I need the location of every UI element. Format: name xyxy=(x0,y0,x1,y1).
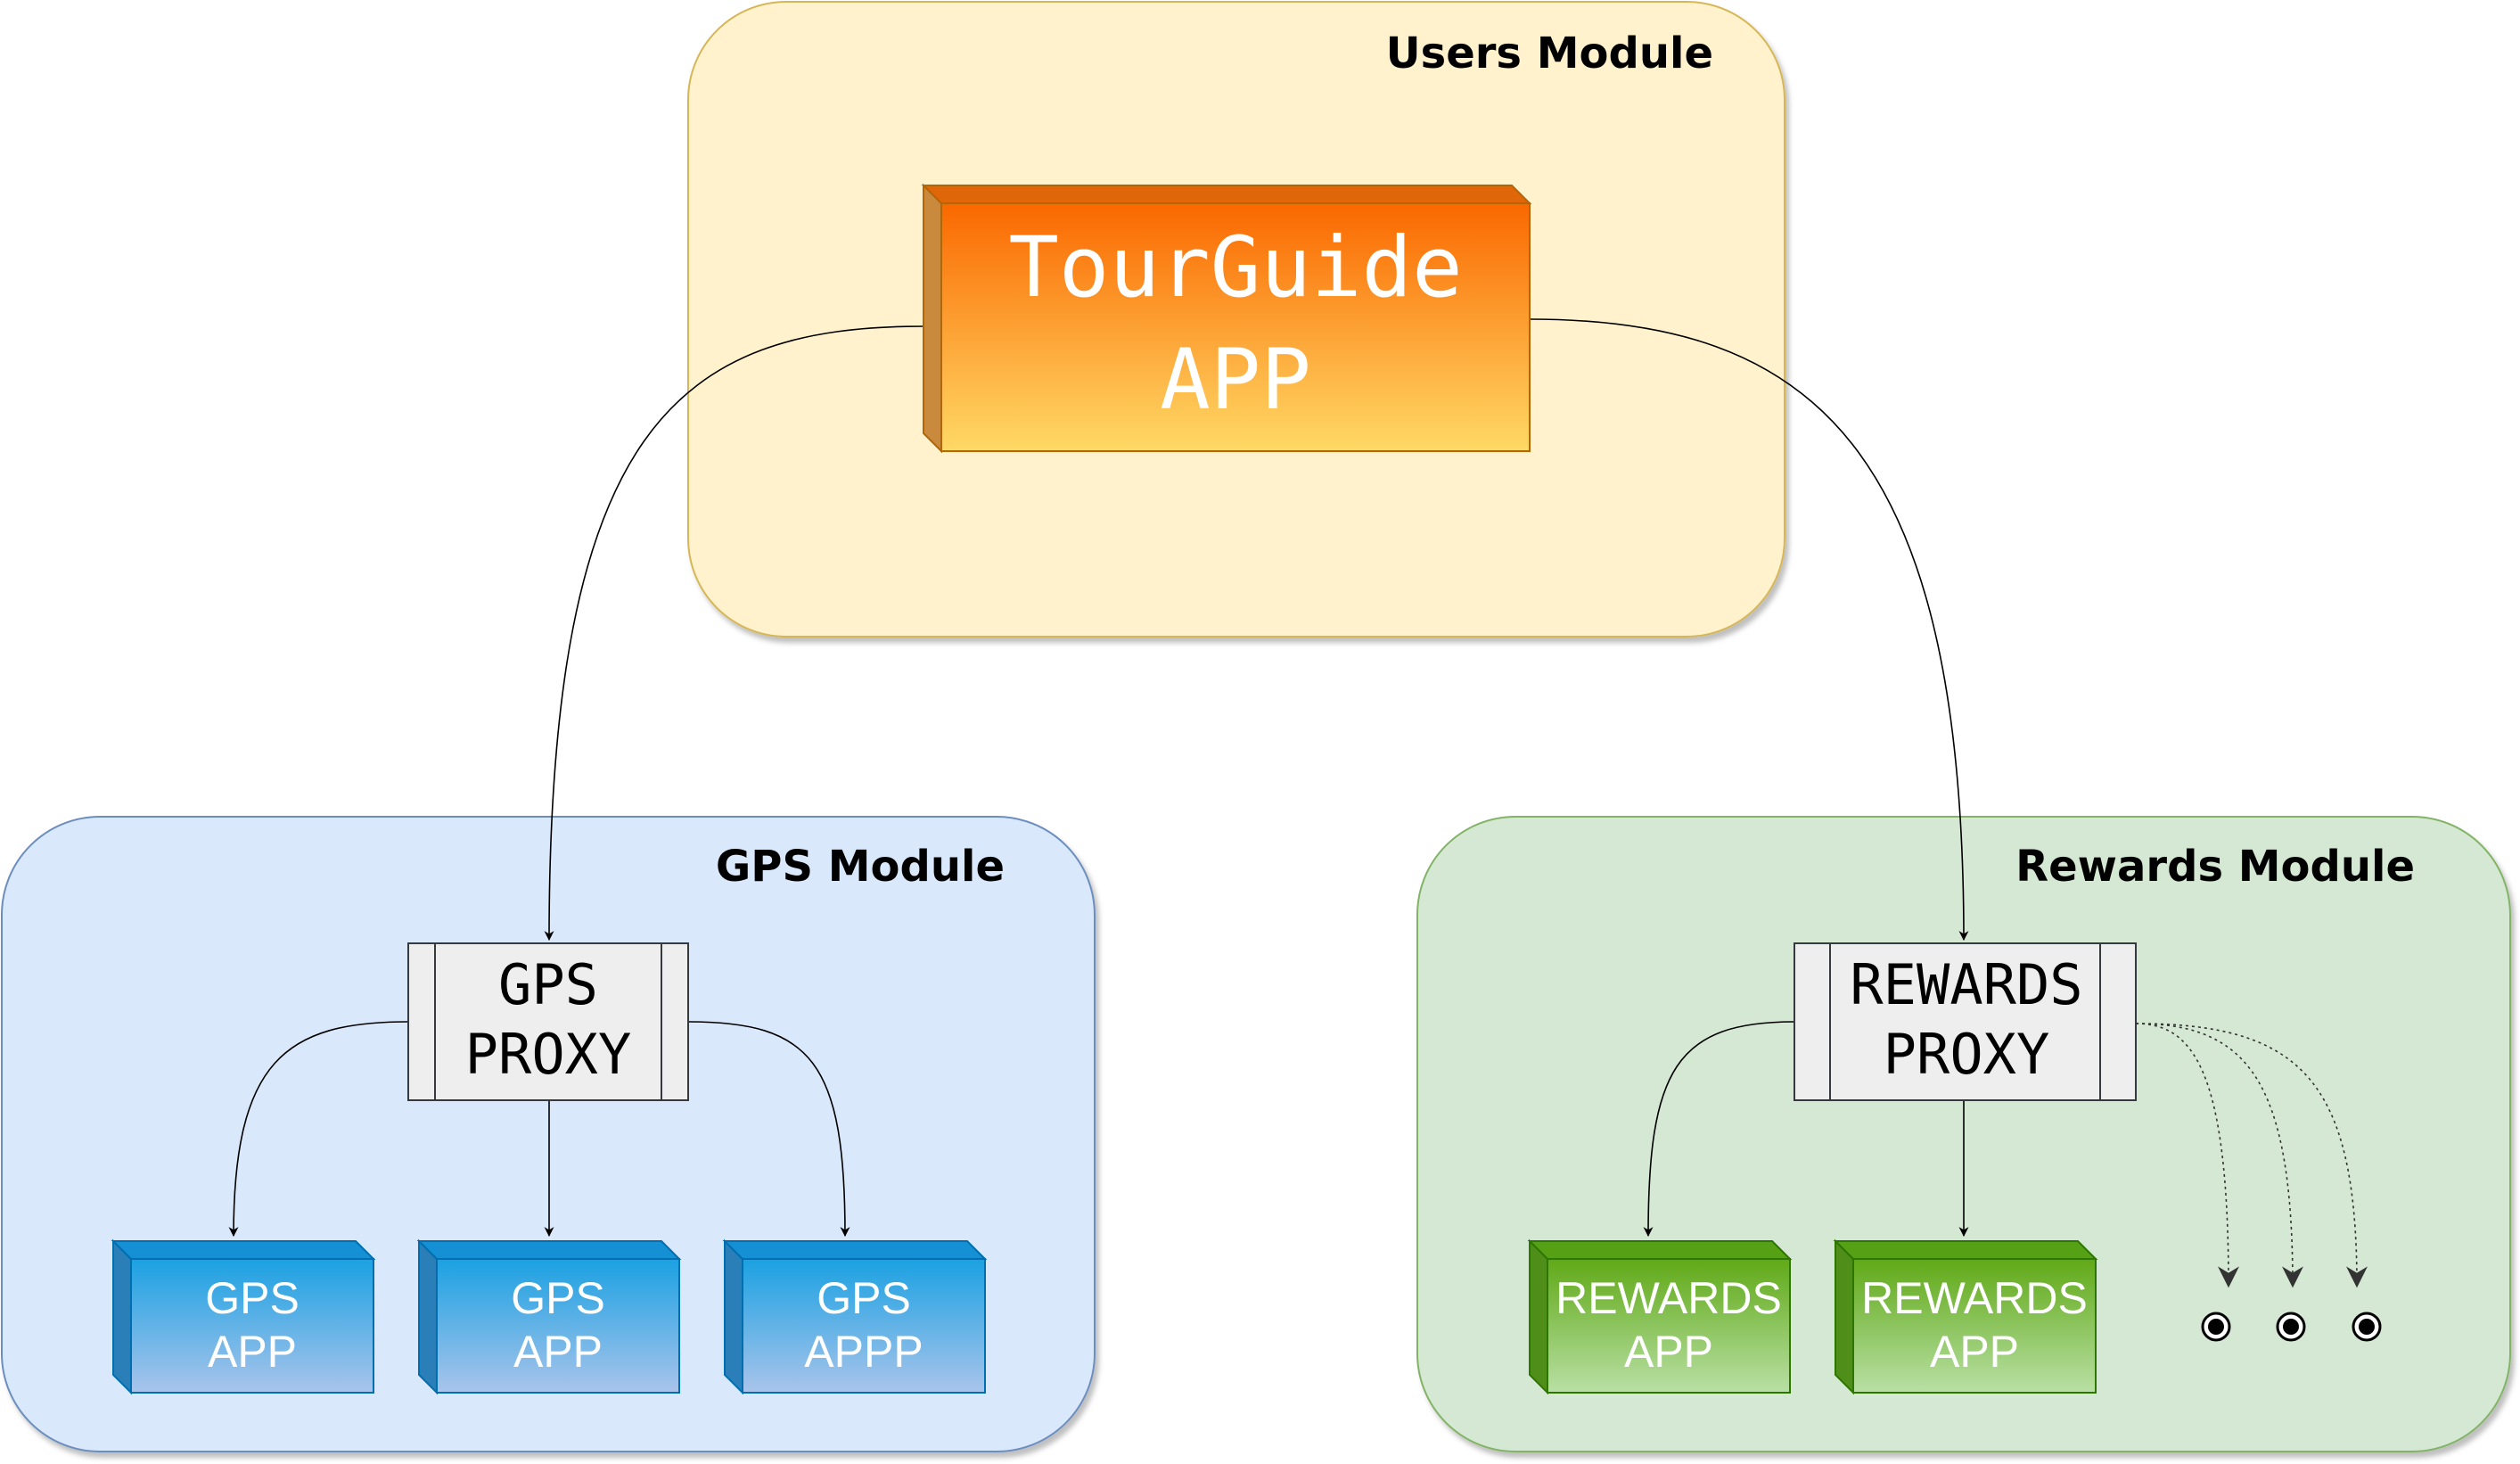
radio-bullet-icon xyxy=(2276,1312,2306,1342)
gps-proxy-label-line1: GPS xyxy=(498,952,598,1017)
connector-rewards-proxy-to-rewards-app-1 xyxy=(1643,1021,1795,1238)
gps-app-node[interactable]: GPS APP xyxy=(111,1238,376,1395)
connector-tourguide-to-gps-proxy xyxy=(544,325,924,942)
rewards-app-side xyxy=(1529,1238,1548,1395)
gps-app-top xyxy=(722,1240,988,1260)
tourguide-app-node[interactable]: TourGuide APP xyxy=(921,183,1532,454)
gps-app-label-line2: APP xyxy=(208,1327,297,1377)
tourguide-app-face xyxy=(940,202,1531,452)
gps-app-top xyxy=(111,1240,376,1260)
gps-proxy-node[interactable]: GPS PROXY xyxy=(407,942,689,1101)
tourguide-app-label-line2: APP xyxy=(1160,332,1311,429)
radio-bullet-icon xyxy=(2201,1312,2231,1342)
connectors xyxy=(228,318,1969,1238)
dotted-connector-2 xyxy=(2135,1023,2303,1288)
gps-app-label-line2: APP xyxy=(513,1327,603,1377)
rewards-module-title: Rewards Module xyxy=(2015,842,2415,892)
connector-tourguide-to-rewards-proxy xyxy=(1529,318,1969,942)
rewards-app-label-line1: REWARDS xyxy=(1556,1273,1782,1323)
rewards-app-label-line1: REWARDS xyxy=(1861,1273,2088,1323)
gps-app-side xyxy=(724,1238,743,1395)
gps-app-label-line1: GPS xyxy=(817,1273,911,1323)
tourguide-app-side xyxy=(923,183,942,454)
rewards-proxy-node[interactable]: REWARDS PROXY xyxy=(1794,942,2137,1101)
connector-gps-proxy-to-gps-app-1 xyxy=(228,1021,409,1238)
users-module-title: Users Module xyxy=(1386,29,1713,78)
gps-app-node[interactable]: GPS APP xyxy=(416,1238,682,1395)
gps-proxy-box xyxy=(407,942,689,1101)
gps-app-face xyxy=(742,1258,986,1394)
rewards-proxy-label-line1: REWARDS xyxy=(1850,952,2082,1017)
gps-module-title: GPS Module xyxy=(716,842,1005,892)
rewards-app-side xyxy=(1835,1238,1854,1395)
rewards-proxy-label-line2: PROXY xyxy=(1884,1022,2050,1087)
rewards-app-top xyxy=(1527,1240,1793,1260)
dotted-connectors xyxy=(2135,1023,2368,1288)
rewards-app-face xyxy=(1547,1258,1791,1394)
rewards-app-node[interactable]: REWARDS APP xyxy=(1527,1238,1793,1395)
rewards-app-label-line2: APP xyxy=(1930,1327,2019,1377)
rewards-app-label-line2: APP xyxy=(1624,1327,1713,1377)
rewards-app-node[interactable]: REWARDS APP xyxy=(1833,1238,2098,1395)
gps-app-side xyxy=(112,1238,132,1395)
gps-app-face xyxy=(130,1258,374,1394)
rewards-proxy-box xyxy=(1794,942,2137,1101)
gps-app-label-line2: APPP xyxy=(804,1327,923,1377)
tourguide-app-label-line1: TourGuide xyxy=(1008,219,1462,317)
rewards-app-top xyxy=(1833,1240,2098,1260)
gps-app-face xyxy=(436,1258,680,1394)
tourguide-app-top xyxy=(921,185,1532,204)
gps-app-node[interactable]: GPS APPP xyxy=(722,1238,988,1395)
gps-proxy-label-line2: PROXY xyxy=(465,1022,632,1087)
connector-gps-proxy-to-gps-app-3 xyxy=(687,1021,850,1238)
gps-app-top xyxy=(416,1240,682,1260)
radio-bullet-icon xyxy=(2352,1312,2382,1342)
gps-app-side xyxy=(418,1238,438,1395)
rewards-app-face xyxy=(1852,1258,2097,1394)
gps-app-label-line1: GPS xyxy=(511,1273,605,1323)
gps-app-label-line1: GPS xyxy=(205,1273,300,1323)
